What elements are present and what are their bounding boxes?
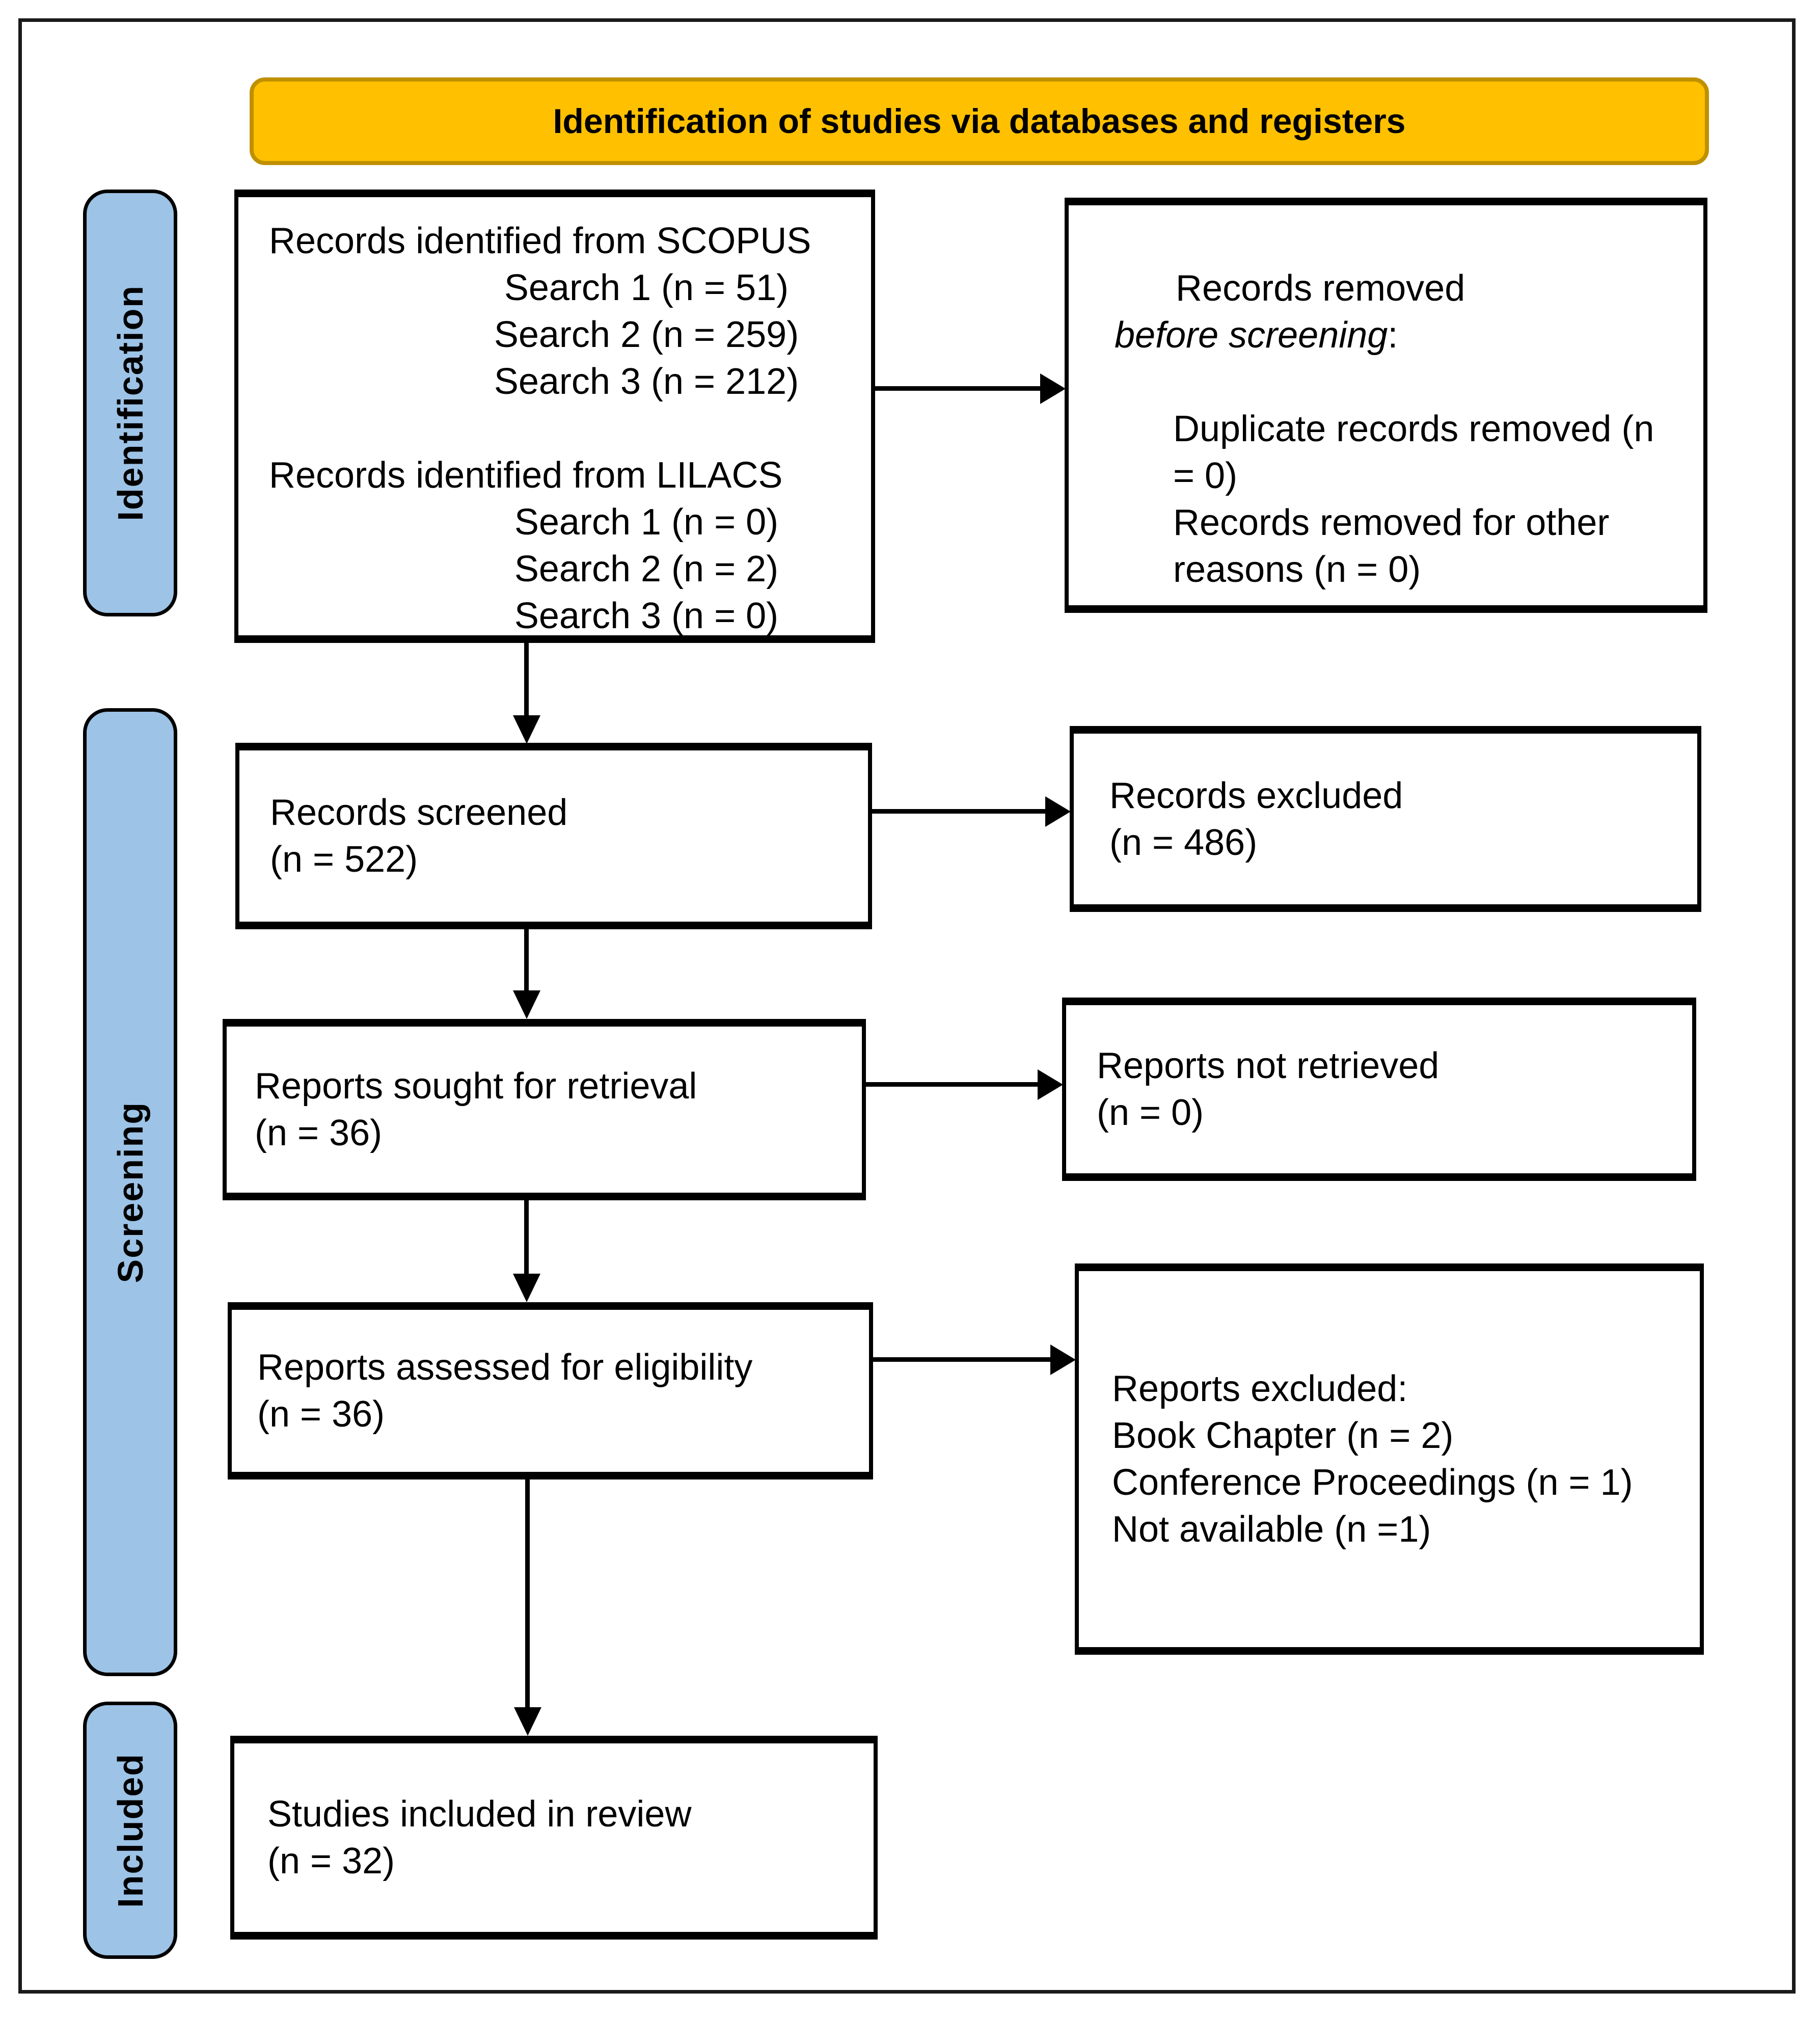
box-records-screened: Records screened (n = 522) <box>235 743 872 929</box>
arrow-assessed-to-reports-excluded <box>873 1357 1050 1362</box>
box-studies-included: Studies included in review (n = 32) <box>230 1736 878 1940</box>
records-removed-items: Duplicate records removed (n = 0)Records… <box>1115 406 1683 593</box>
lilacs-search-list: Search 1 (n = 0) Search 2 (n = 2) Search 3… <box>269 499 856 639</box>
banner-title: Identification of studies via databases … <box>250 77 1709 165</box>
records-removed-title-pre: Records removed <box>1176 267 1476 309</box>
records-removed-title-post: : <box>1388 314 1398 356</box>
list-line: Search 3 (n = 0) <box>514 596 779 636</box>
box-records-removed: Records removed before screening: Duplic… <box>1065 198 1707 613</box>
reports-sought-count: (n = 36) <box>255 1113 383 1153</box>
records-screened-line1: Records screened <box>270 792 568 833</box>
stage-label-screening-text: Screening <box>110 1101 150 1283</box>
arrow-sought-to-assessed <box>524 1198 529 1274</box>
banner-title-text: Identification of studies via databases … <box>553 102 1406 141</box>
reports-assessed-line1: Reports assessed for eligibility <box>257 1347 753 1388</box>
scopus-search-list: Search 1 (n = 51) Search 2 (n = 259) Searc… <box>269 264 856 405</box>
records-removed-title: Records removed before screening: <box>1115 218 1578 406</box>
list-line: Conference Proceedings (n = 1) <box>1112 1462 1633 1503</box>
studies-included-line1: Studies included in review <box>267 1794 692 1835</box>
stage-label-identification-text: Identification <box>110 285 150 521</box>
arrow-identified-to-removed <box>875 386 1040 391</box>
records-identified-lilacs-header: Records identified from LILACS <box>269 455 783 496</box>
studies-included-count: (n = 32) <box>267 1841 395 1881</box>
box-reports-not-retrieved: Reports not retrieved (n = 0) <box>1062 998 1696 1181</box>
list-line: Duplicate records removed (n = 0) <box>1173 408 1665 496</box>
box-reports-sought: Reports sought for retrieval (n = 36) <box>223 1019 866 1200</box>
list-line: Search 1 (n = 51) <box>504 267 789 308</box>
stage-label-screening: Screening <box>83 708 177 1676</box>
records-excluded-count: (n = 486) <box>1109 822 1258 863</box>
reports-excluded-title: Reports excluded: <box>1112 1368 1408 1409</box>
reports-not-retrieved-line1: Reports not retrieved <box>1097 1045 1439 1086</box>
reports-not-retrieved-count: (n = 0) <box>1097 1092 1204 1133</box>
arrow-screened-to-excluded <box>872 809 1045 814</box>
box-reports-excluded: Reports excluded: Book Chapter (n = 2) Co… <box>1075 1263 1704 1655</box>
list-line: Search 1 (n = 0) <box>514 502 779 543</box>
list-line: Search 2 (n = 259) <box>494 314 799 355</box>
list-line: Records removed for other reasons (n = 0… <box>1173 502 1620 590</box>
stage-label-included: Included <box>83 1702 177 1959</box>
list-line: Search 3 (n = 212) <box>494 361 799 402</box>
box-records-identified: Records identified from SCOPUS Search 1 … <box>234 190 875 643</box>
records-excluded-line1: Records excluded <box>1109 775 1403 816</box>
records-removed-title-italic: before screening <box>1115 314 1388 356</box>
arrow-screened-to-sought <box>524 927 529 990</box>
stage-label-included-text: Included <box>110 1753 150 1908</box>
box-reports-assessed: Reports assessed for eligibility (n = 36… <box>228 1302 873 1479</box>
arrow-sought-to-not-retrieved <box>866 1082 1038 1087</box>
list-line: Search 2 (n = 2) <box>514 549 779 589</box>
box-records-excluded: Records excluded (n = 486) <box>1070 726 1701 912</box>
records-screened-count: (n = 522) <box>270 839 418 880</box>
reports-excluded-items: Book Chapter (n = 2) Conference Proceedin… <box>1112 1412 1682 1553</box>
list-line: Book Chapter (n = 2) <box>1112 1415 1454 1456</box>
arrow-identified-to-screened <box>524 641 529 715</box>
reports-sought-line1: Reports sought for retrieval <box>255 1066 697 1107</box>
stage-label-identification: Identification <box>83 190 177 616</box>
list-line: Not available (n =1) <box>1112 1509 1431 1550</box>
reports-assessed-count: (n = 36) <box>257 1394 385 1435</box>
arrow-assessed-to-included <box>525 1477 530 1707</box>
records-identified-scopus-header: Records identified from SCOPUS <box>269 221 811 261</box>
